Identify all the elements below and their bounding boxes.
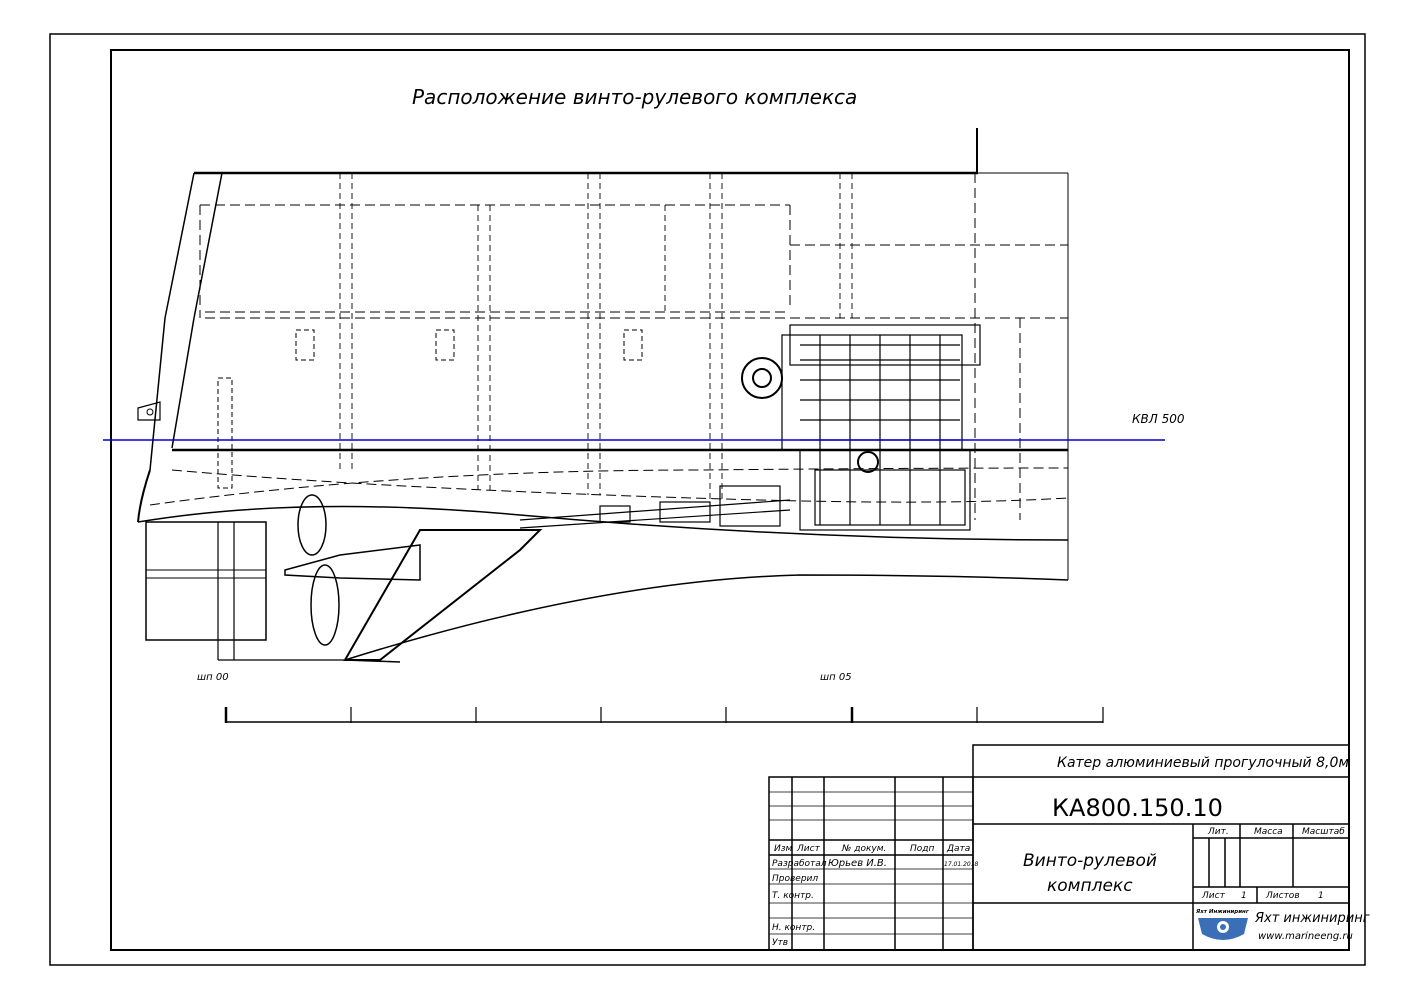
col-header-doc: № докум.	[841, 844, 886, 854]
company-logo-icon: Яхт Инжиниринг	[1195, 909, 1250, 940]
role-norm-control: Н. контр.	[772, 923, 815, 933]
sheet-title: Расположение винто-рулевого комплекса	[412, 85, 857, 109]
col-header-list: Лист	[796, 844, 821, 854]
project-title: Катер алюминиевый прогулочный 8,0м	[1057, 755, 1349, 771]
drawing-name-line2: комплекс	[1047, 876, 1133, 896]
frame-ruler	[224, 707, 1104, 723]
sheets-value: 1	[1318, 891, 1324, 901]
role-checker: Проверил	[772, 874, 818, 884]
col-header-izm: Изм	[774, 844, 793, 854]
title-block: Изм Лист № докум. Подп Дата Разработал П…	[768, 744, 1370, 951]
svg-text:Яхт Инжиниринг: Яхт Инжиниринг	[1195, 909, 1250, 915]
frame-label-00: шп 00	[197, 672, 229, 683]
waterline-label: КВЛ 500	[1132, 412, 1185, 426]
company-name: Яхт инжиниринг	[1254, 911, 1370, 926]
sheet-label: Лист	[1201, 891, 1226, 901]
col-header-date: Дата	[946, 844, 970, 854]
outer-frame	[49, 33, 1366, 966]
inner-frame	[110, 49, 1350, 951]
lit-header: Лит.	[1207, 827, 1229, 837]
drawing-designation: КА800.150.10	[1052, 794, 1223, 822]
developer-date: 17.01.2018	[944, 861, 979, 868]
hull-drawing	[137, 128, 1069, 663]
sheet-value: 1	[1241, 891, 1247, 901]
mass-header: Масса	[1254, 827, 1283, 837]
frame-label-05: шп 05	[820, 672, 852, 683]
sheets-label: Листов	[1265, 891, 1300, 901]
role-approver: Утв	[772, 938, 788, 948]
role-developer: Разработал	[772, 859, 827, 869]
drawing-name-line1: Винто-рулевой	[1023, 851, 1157, 871]
col-header-sign: Подп	[910, 844, 934, 854]
developer-name: Юрьев И.В.	[828, 858, 887, 869]
company-site: www.marineeng.ru	[1258, 931, 1353, 942]
scale-header: Масштаб	[1302, 827, 1345, 837]
role-tech-control: Т. контр.	[772, 891, 814, 901]
